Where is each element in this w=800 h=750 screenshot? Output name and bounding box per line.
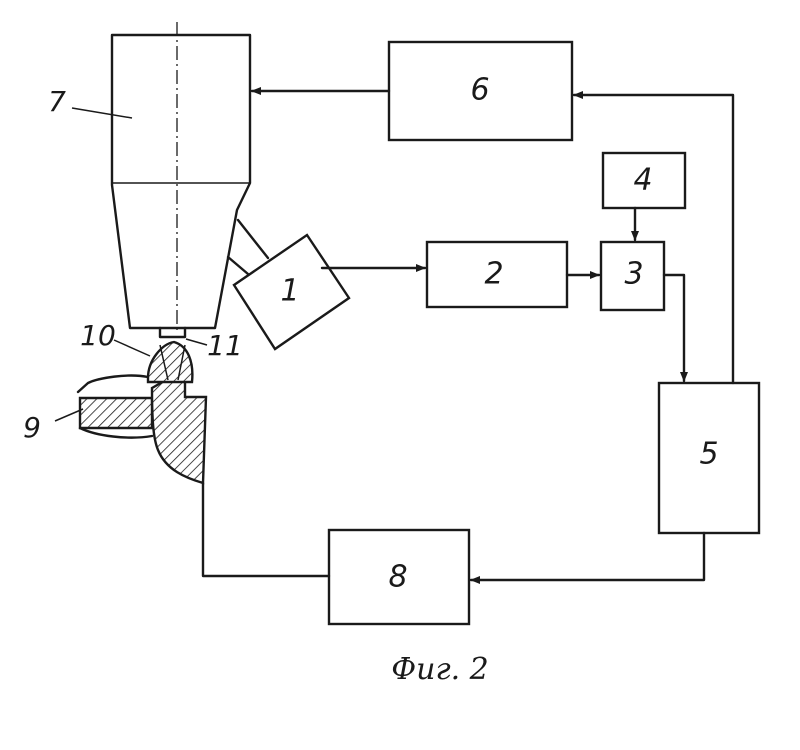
block-2: 2 (427, 242, 567, 307)
ref-11: 11 (207, 329, 243, 362)
block-8: 8 (329, 530, 469, 624)
block-6: 6 (389, 42, 572, 140)
weld-bead (148, 342, 192, 382)
arrow-5-to-6 (574, 95, 733, 383)
block-6-label: 6 (470, 73, 489, 108)
block-1: 1 (228, 220, 349, 349)
block-4: 4 (603, 153, 685, 208)
block-1-label: 1 (280, 274, 299, 309)
line-8-to-workpiece (203, 483, 329, 576)
block-2-label: 2 (484, 257, 503, 292)
arrow-3-to-5 (664, 275, 684, 381)
workpiece-9 (55, 339, 207, 483)
block-8-label: 8 (388, 560, 407, 595)
block-5: 5 (659, 383, 759, 533)
device-7 (72, 22, 250, 337)
block-4-label: 4 (633, 163, 652, 198)
block-3: 3 (601, 242, 664, 310)
arrow-5-to-8 (471, 533, 704, 580)
block-3-label: 3 (624, 257, 643, 292)
ref-9: 9 (23, 411, 41, 444)
figure-caption: Фиг. 2 (391, 652, 489, 687)
workpiece-vertical-part (152, 380, 206, 483)
workpiece-horizontal-part (80, 398, 152, 428)
ref-7: 7 (48, 85, 66, 118)
ref-10: 10 (80, 319, 116, 352)
block-5-label: 5 (699, 437, 718, 472)
